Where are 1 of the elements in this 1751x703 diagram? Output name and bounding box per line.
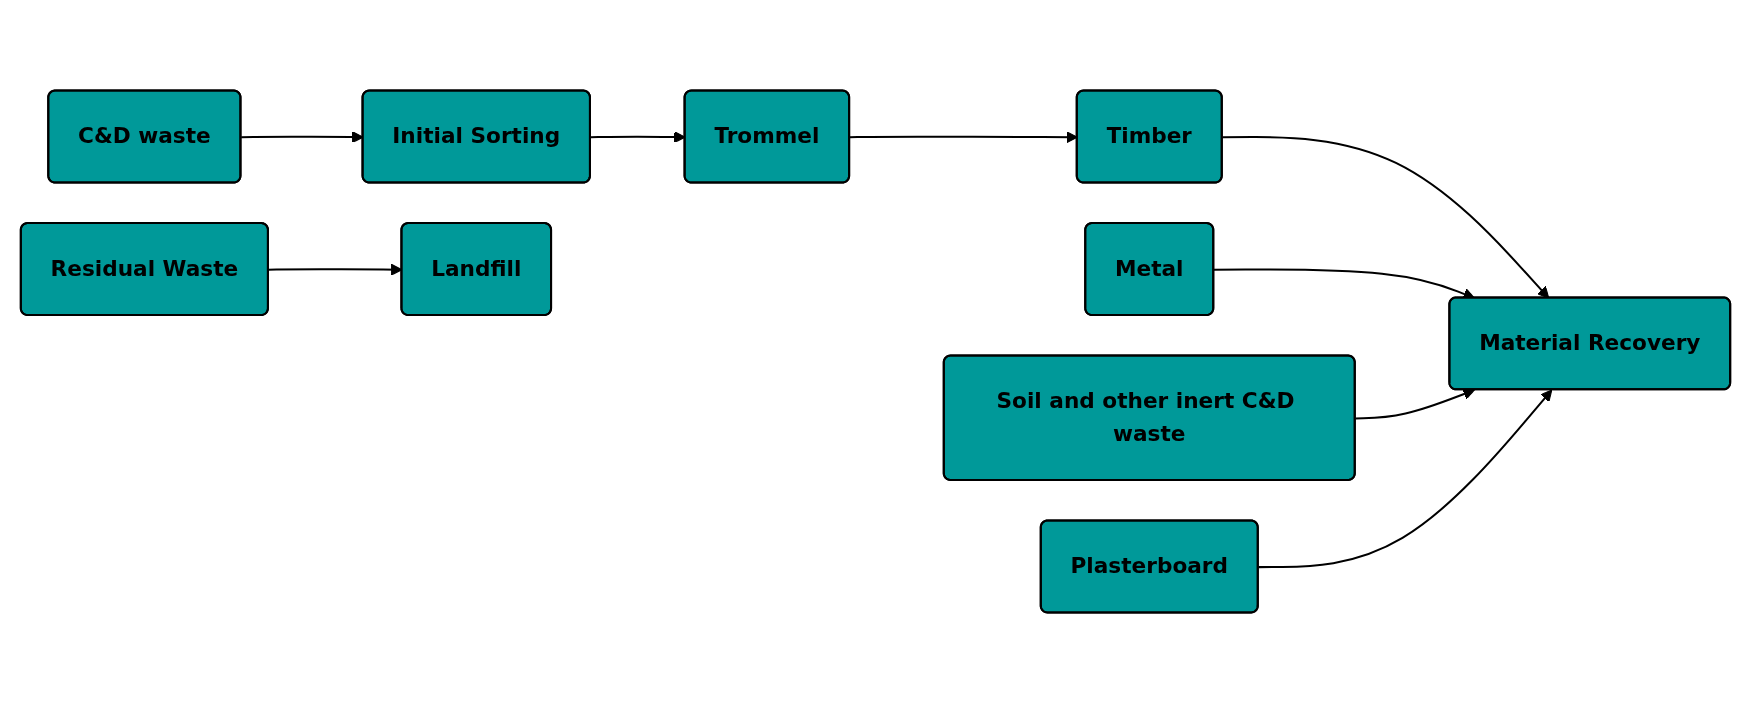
arrow: [1258, 389, 1553, 569]
